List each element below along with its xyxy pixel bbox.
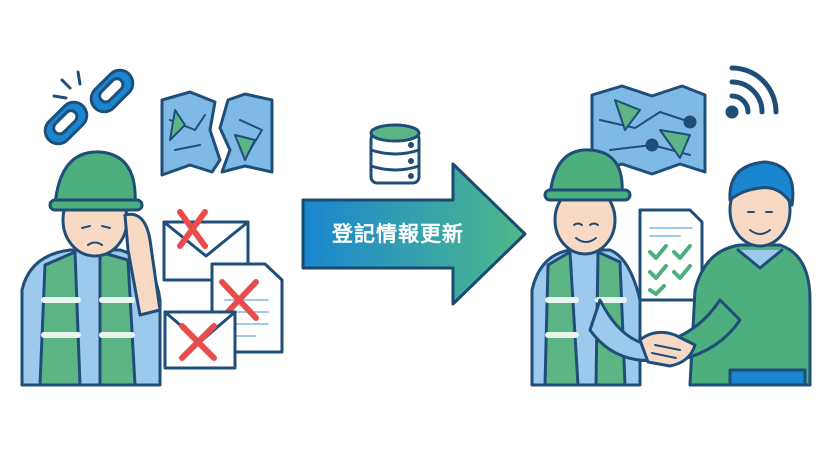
arrow-label: 登記情報更新 (332, 222, 464, 246)
database-icon (369, 123, 421, 185)
wifi-icon (725, 65, 779, 119)
businessman (668, 160, 812, 387)
torn-map-icon (160, 90, 274, 177)
map-icon (590, 84, 707, 176)
update-arrow (301, 162, 527, 306)
checklist-icon (638, 208, 704, 302)
broken-chain-icon (43, 68, 135, 146)
worried-worker (20, 150, 162, 387)
handshake-icon (638, 330, 697, 368)
envelope-icon (162, 209, 250, 282)
envelope-icon (163, 310, 237, 370)
